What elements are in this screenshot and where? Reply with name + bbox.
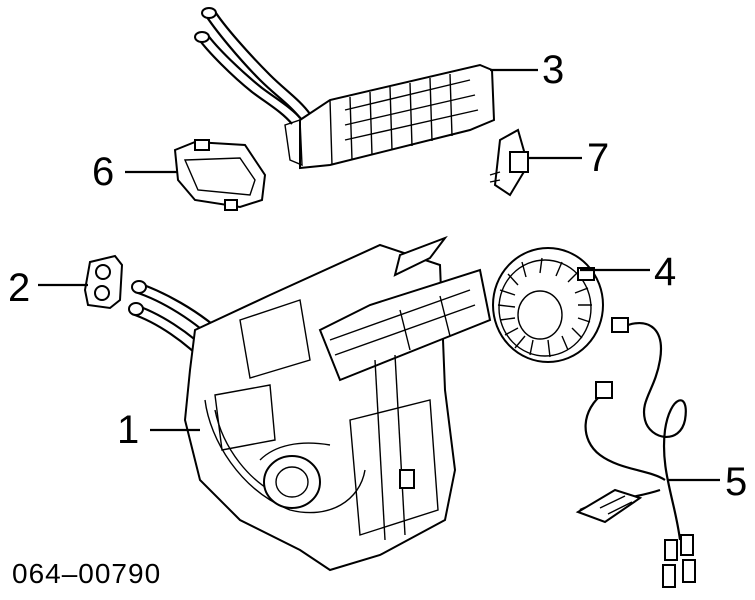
callout-6: 6 bbox=[92, 150, 115, 194]
callout-4: 4 bbox=[654, 250, 677, 294]
diagram-part-number: 064–00790 bbox=[12, 558, 162, 589]
blower-motor bbox=[492, 247, 650, 363]
heater-core bbox=[194, 7, 538, 170]
seal-gasket bbox=[125, 139, 267, 211]
callout-5: 5 bbox=[725, 460, 748, 504]
hvac-housing bbox=[128, 235, 492, 572]
callout-7: 7 bbox=[587, 136, 610, 180]
blower-resistor bbox=[489, 128, 582, 197]
callout-1: 1 bbox=[117, 408, 140, 452]
tube-seal bbox=[38, 254, 124, 310]
wiring-harness bbox=[575, 317, 720, 588]
callout-2: 2 bbox=[8, 266, 31, 310]
callout-3: 3 bbox=[542, 48, 565, 92]
